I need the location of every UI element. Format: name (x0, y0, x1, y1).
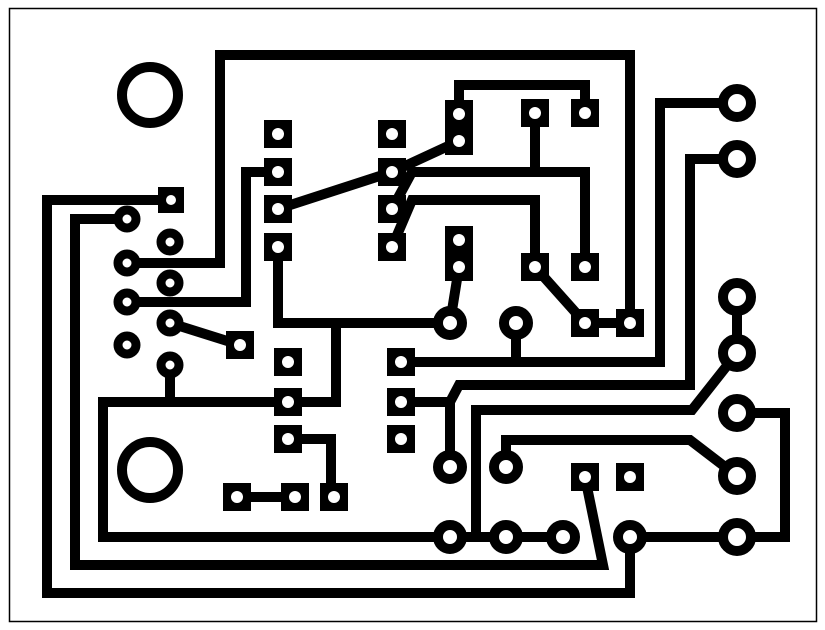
pad-hole (166, 195, 176, 205)
trace (625, 408, 790, 542)
round-pad (718, 278, 756, 316)
pad-hole (579, 317, 591, 329)
pad-hole (272, 203, 284, 215)
pad-hole (579, 261, 591, 273)
trace (471, 345, 745, 542)
round-pad (718, 84, 756, 122)
round-pad (489, 520, 523, 554)
mounting-hole (117, 62, 183, 128)
round-pad (499, 306, 533, 340)
trace (396, 154, 742, 407)
trace (98, 397, 568, 542)
trace (42, 195, 635, 598)
round-pad (156, 351, 184, 379)
pad-hole (529, 261, 541, 273)
pad-hole (579, 471, 591, 483)
pad-hole (272, 241, 284, 253)
round-pad (113, 249, 141, 277)
round-pad (156, 269, 184, 297)
pad-hole (234, 339, 246, 351)
pad-hole (272, 128, 284, 140)
round-pad (113, 288, 141, 316)
round-pad (433, 306, 467, 340)
pad-hole (453, 135, 465, 147)
round-pad (718, 457, 756, 495)
pad-hole (386, 128, 398, 140)
pad-hole (395, 433, 407, 445)
round-pad (718, 394, 756, 432)
round-pad (546, 520, 580, 554)
pad-hole (386, 241, 398, 253)
pad-hole (231, 491, 243, 503)
trace (396, 98, 742, 367)
pad-hole (328, 491, 340, 503)
pad-hole (289, 491, 301, 503)
board-outline (8, 7, 818, 623)
round-pad (113, 205, 141, 233)
round-pads (113, 205, 184, 379)
pad-hole (282, 433, 294, 445)
connector-pads (718, 84, 756, 556)
pad-hole (453, 108, 465, 120)
round-pad (718, 140, 756, 178)
round-pad (613, 520, 647, 554)
pad-hole (624, 317, 636, 329)
round-pad (433, 450, 467, 484)
square-pads (223, 99, 644, 511)
pad-hole (282, 396, 294, 408)
mounting-holes (117, 62, 183, 503)
trace (283, 434, 336, 502)
round-pad (718, 518, 756, 556)
trace (273, 242, 455, 328)
pad-hole (453, 234, 465, 246)
pad-hole (386, 166, 398, 178)
round-pad (718, 334, 756, 372)
round-pad (489, 450, 523, 484)
pad-hole (395, 396, 407, 408)
trace (122, 167, 283, 307)
pad-hole (453, 261, 465, 273)
pad-hole (282, 356, 294, 368)
trace (98, 318, 341, 407)
round-pad (156, 228, 184, 256)
round-pad (113, 331, 141, 359)
trace (70, 214, 610, 570)
trace (385, 167, 590, 272)
pad-hole (529, 107, 541, 119)
mounting-hole (117, 437, 183, 503)
pad-hole (395, 356, 407, 368)
medium-round-pads (433, 306, 647, 554)
trace (122, 50, 635, 328)
header-pads (158, 187, 184, 213)
pad-hole (579, 107, 591, 119)
trace (385, 195, 540, 272)
pad-hole (624, 471, 636, 483)
round-pad (156, 309, 184, 337)
round-pad (433, 520, 467, 554)
pad-hole (272, 166, 284, 178)
pad-hole (386, 203, 398, 215)
